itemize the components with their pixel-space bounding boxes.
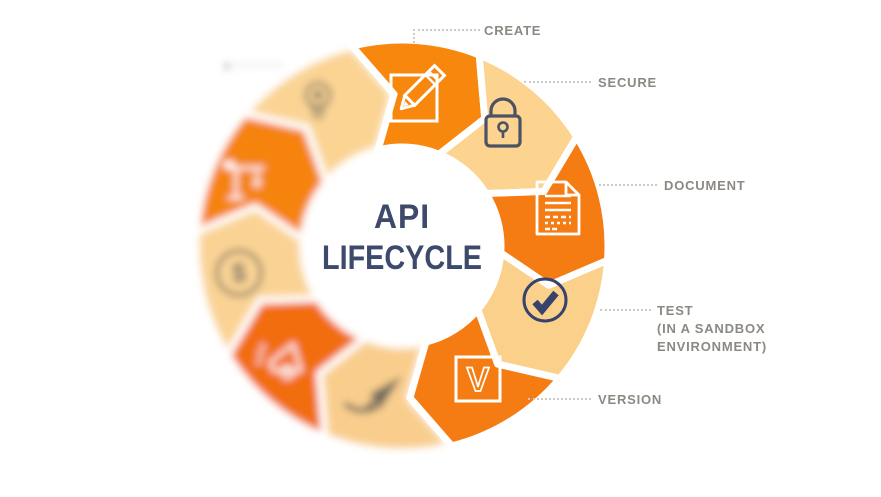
megaphone-icon [255,342,303,380]
sharp-right-half: V [348,36,612,450]
rocket-icon [343,376,402,413]
diagram-title-line2: LIFECYCLE [322,239,482,277]
diagram-title-line1: API [374,198,430,236]
faint-leader-tick [225,63,228,70]
lock-icon [484,97,522,148]
document-icon [535,180,581,236]
label-version: VERSION [598,392,663,407]
label-test-line2: (IN A SANDBOX [657,321,766,336]
leader-document [599,184,657,186]
leader-test [600,309,651,311]
leader-create [413,29,480,31]
leader-secure [524,81,591,83]
label-test-line1: TEST [657,303,694,318]
label-test: TEST (IN A SANDBOX ENVIRONMENT) [657,302,767,356]
blurred-left-half: $ [192,42,456,456]
pencil-square-icon [389,63,447,123]
check-circle-icon [522,277,568,323]
leader-create-tick [413,29,415,43]
label-secure: SECURE [598,75,657,90]
leader-version [528,398,591,400]
label-document: DOCUMENT [664,178,746,193]
label-test-line3: ENVIRONMENT) [657,339,767,354]
center-circle [308,152,496,340]
svg-text:V: V [467,361,490,399]
dollar-circle-icon: $ [215,249,263,297]
svg-text:$: $ [231,258,246,288]
crane-icon [224,161,264,200]
label-create: CREATE [484,23,542,38]
segment-version [406,306,564,450]
lightbulb-icon [304,81,332,119]
v-square-icon: V [454,355,502,403]
